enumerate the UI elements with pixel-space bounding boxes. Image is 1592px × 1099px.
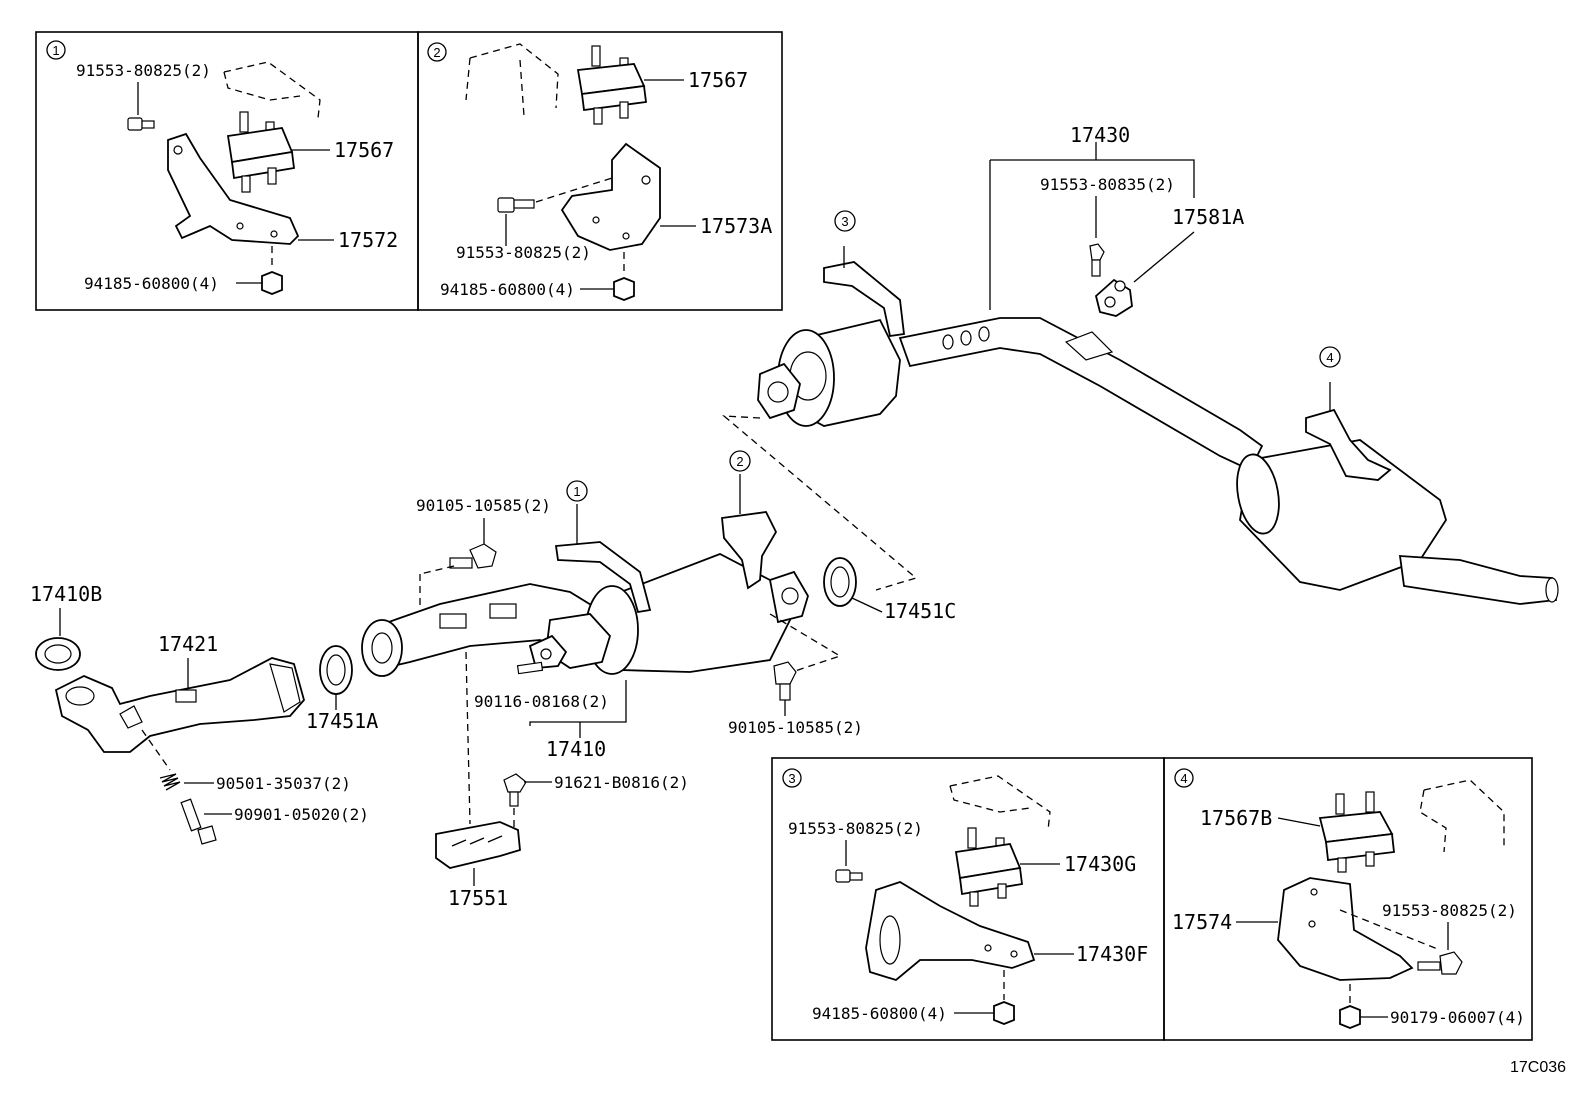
nut-icon bbox=[1339, 1005, 1361, 1029]
gasket-a-label: 17451A bbox=[306, 709, 378, 733]
inset-1-number-circle bbox=[46, 40, 66, 60]
diagram-code: 17C036 bbox=[1510, 1059, 1566, 1076]
callout-3-circle bbox=[834, 210, 856, 232]
bolt-icon bbox=[449, 543, 497, 569]
gasket-icon bbox=[35, 637, 81, 671]
converter-label: 17410 bbox=[546, 737, 606, 761]
inset-3-number: 3 bbox=[788, 771, 795, 786]
center-pipe-icon bbox=[361, 583, 597, 677]
gasket-icon bbox=[823, 557, 857, 607]
inset-3-bolt-label: 91553-80825(2) bbox=[788, 819, 923, 838]
hanger-label: 17581A bbox=[1172, 205, 1244, 229]
inset-2-nut-label: 94185-60800(4) bbox=[440, 280, 575, 299]
inset-2: 2 17567 91553-80825(2) 17573A bbox=[427, 42, 772, 301]
converter-icon bbox=[528, 553, 809, 675]
bracket-icon bbox=[167, 132, 300, 245]
support-bolt-label: 91621-B0816(2) bbox=[554, 773, 689, 792]
bolt-icon bbox=[773, 661, 797, 701]
nut-icon bbox=[613, 277, 635, 301]
hanger-rubber-icon bbox=[1094, 278, 1133, 317]
insulator-icon bbox=[1318, 791, 1395, 873]
spring-icon bbox=[159, 773, 181, 791]
tail-bolt-label: 91553-80835(2) bbox=[1040, 175, 1175, 194]
front-pipe-assembly: 17410B 17421 90501-35037(2) 90901-05020(… bbox=[30, 450, 956, 910]
bracket-icon bbox=[865, 881, 1036, 982]
inset-2-bolt-label: 91553-80825(2) bbox=[456, 243, 591, 262]
callout-4: 4 bbox=[1326, 350, 1333, 365]
gasket-icon bbox=[319, 645, 353, 695]
stud-bolt-top-label: 90105-10585(2) bbox=[416, 496, 551, 515]
inset-2-number-circle bbox=[427, 42, 447, 62]
inset-3-frame bbox=[771, 757, 1165, 1041]
inset-1: 1 91553-80825(2) 17567 17572 bbox=[46, 40, 398, 295]
inset-2-bracket-label: 17573A bbox=[700, 214, 772, 238]
bolt-icon bbox=[180, 798, 217, 845]
inset-4-number-circle bbox=[1174, 768, 1194, 788]
bolt-icon bbox=[1089, 243, 1105, 277]
bracket-icon bbox=[1277, 877, 1414, 981]
inset-3-bracket-label: 17430F bbox=[1076, 942, 1148, 966]
bolt-right-label: 90105-10585(2) bbox=[728, 718, 863, 737]
inset-2-frame bbox=[417, 31, 783, 311]
bolt-icon bbox=[497, 197, 535, 213]
inset-1-number: 1 bbox=[52, 43, 59, 58]
inset-2-insulator-label: 17567 bbox=[688, 68, 748, 92]
bolt-icon bbox=[835, 869, 863, 883]
insulator-icon bbox=[954, 827, 1024, 907]
inset-2-number: 2 bbox=[433, 45, 440, 60]
callout-1: 1 bbox=[573, 484, 580, 499]
spring-bolt-label: 90901-05020(2) bbox=[234, 805, 369, 824]
nut-icon bbox=[261, 271, 283, 295]
inset-1-nut-label: 94185-60800(4) bbox=[84, 274, 219, 293]
bolt-icon bbox=[503, 773, 527, 807]
tail-pipe-assembly: 17430 91553-80835(2) 17581A bbox=[722, 123, 1559, 605]
bolt-icon bbox=[127, 117, 155, 131]
bracket-icon bbox=[560, 142, 661, 251]
callout-4-circle bbox=[1319, 346, 1341, 368]
support-label: 17551 bbox=[448, 886, 508, 910]
inset-4-frame bbox=[1163, 757, 1533, 1041]
inset-3: 3 91553-80825(2) 17430G 17430F bbox=[782, 768, 1148, 1025]
inset-4-bracket-label: 17574 bbox=[1172, 910, 1232, 934]
nut-icon bbox=[993, 1001, 1015, 1025]
inset-1-bolt-label: 91553-80825(2) bbox=[76, 61, 211, 80]
inset-3-nut-label: 94185-60800(4) bbox=[812, 1004, 947, 1023]
muffler-icon bbox=[1236, 439, 1559, 605]
inset-4-nut-label: 90179-06007(4) bbox=[1390, 1008, 1525, 1027]
inset-4-number: 4 bbox=[1180, 771, 1187, 786]
insulator-icon bbox=[576, 45, 648, 125]
callout-1-circle bbox=[566, 480, 588, 502]
front-pipe-label: 17421 bbox=[158, 632, 218, 656]
inset-4-bolt-label: 91553-80825(2) bbox=[1382, 901, 1517, 920]
gasket-c-label: 17451C bbox=[884, 599, 956, 623]
callout-2-circle bbox=[729, 450, 751, 472]
gasket-front-label: 17410B bbox=[30, 582, 102, 606]
insulator-icon bbox=[226, 111, 296, 193]
spring-label: 90501-35037(2) bbox=[216, 774, 351, 793]
tail-pipe-label: 17430 bbox=[1070, 123, 1130, 147]
stud-bolt-mid-label: 90116-08168(2) bbox=[474, 692, 609, 711]
inset-1-insulator-label: 17567 bbox=[334, 138, 394, 162]
callout-3: 3 bbox=[841, 214, 848, 229]
inset-4-insulator-label: 17567B bbox=[1200, 806, 1272, 830]
front-pipe-icon bbox=[54, 657, 305, 753]
inset-3-insulator-label: 17430G bbox=[1064, 852, 1136, 876]
resonator-icon bbox=[757, 318, 901, 427]
stud-bolt-icon bbox=[516, 661, 544, 675]
support-icon bbox=[435, 821, 521, 869]
callout-2: 2 bbox=[736, 454, 743, 469]
bolt-icon bbox=[1417, 951, 1463, 975]
inset-3-number-circle bbox=[782, 768, 802, 788]
inset-1-bracket-label: 17572 bbox=[338, 228, 398, 252]
inset-4: 4 17567B 17574 91553-80825(2) bbox=[1172, 768, 1525, 1029]
